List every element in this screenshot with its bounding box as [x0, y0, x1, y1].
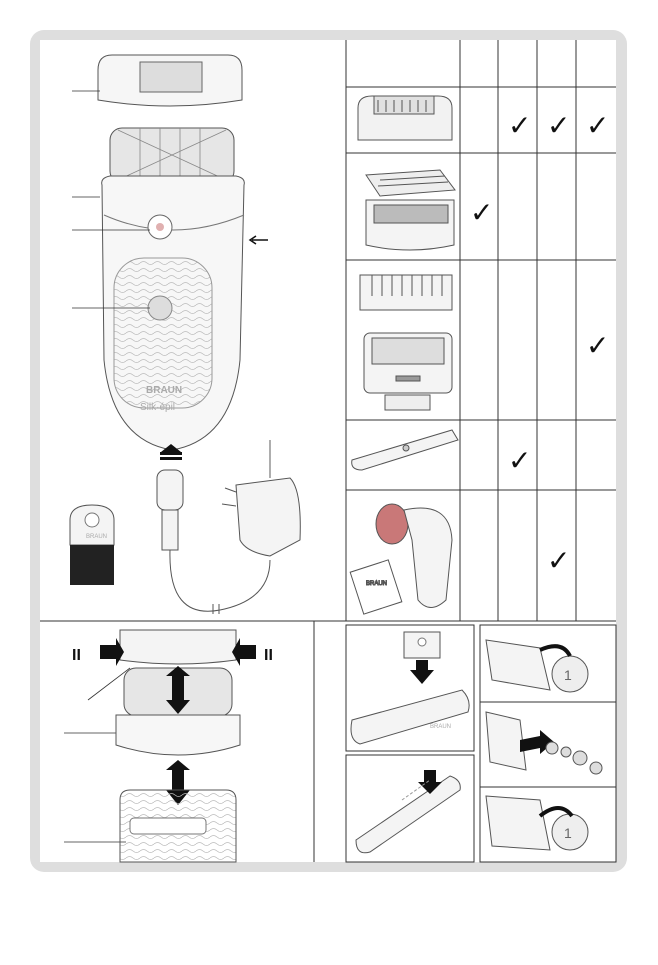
pen-trimmer-illustration: [356, 770, 460, 853]
trimmer-cap-illustration: BRAUN: [351, 632, 469, 744]
facial-brush-icon: BRAUN: [350, 504, 452, 614]
brush-icon: BRAUN: [70, 505, 114, 585]
cap-icon: [366, 170, 455, 250]
check-icon: ✓: [547, 544, 570, 577]
epilator-icon: BRAUN Silk·épil: [98, 55, 244, 450]
check-icon: ✓: [508, 444, 531, 477]
charger-icon: [157, 470, 300, 614]
coin-label-bottom: 1: [564, 825, 572, 841]
shaver-head-icon: [358, 96, 452, 140]
head-unscrew-illustration: 1: [486, 640, 588, 692]
mini-logo: BRAUN: [366, 581, 387, 587]
product-name: Silk·épil: [140, 402, 175, 413]
coin-label-top: 1: [564, 667, 572, 683]
spring-parts-illustration: [486, 712, 602, 774]
check-icon: ✓: [586, 109, 609, 142]
check-icon: ✓: [547, 109, 570, 142]
head-screw-illustration: 1: [486, 796, 588, 850]
trimmer-logo: BRAUN: [430, 724, 451, 730]
numeral-left: II: [72, 647, 81, 664]
trimmer-icon: [360, 275, 452, 410]
check-icon: ✓: [508, 109, 531, 142]
brand-logo: BRAUN: [146, 385, 182, 396]
arrow-icon: [250, 236, 268, 244]
numeral-right: II: [264, 647, 273, 664]
check-icon: ✓: [586, 329, 609, 362]
cap-removal-illustration: II II: [72, 630, 273, 862]
brush-logo: BRAUN: [86, 534, 107, 540]
check-icon: ✓: [470, 196, 493, 229]
comb-icon: [352, 430, 458, 470]
